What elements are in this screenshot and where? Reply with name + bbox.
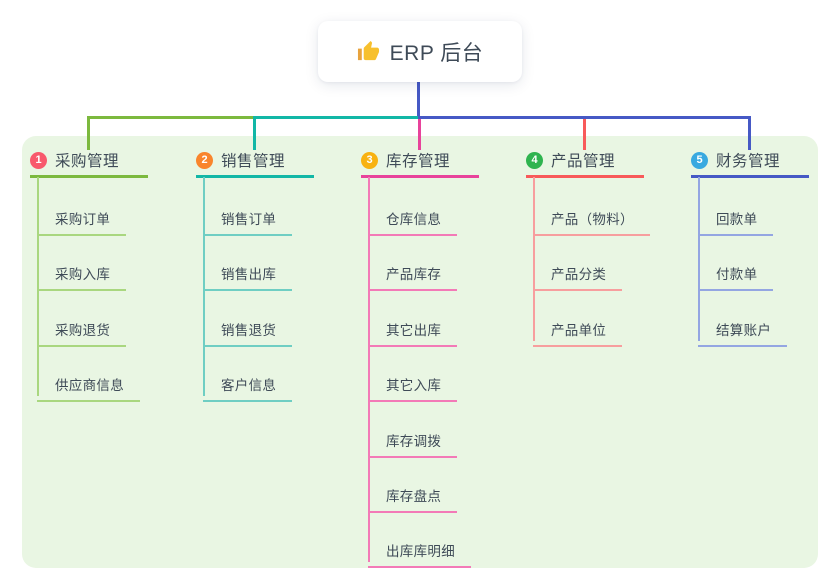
connector-branch-underline	[526, 175, 644, 178]
child-node[interactable]: 出库库明细	[368, 533, 471, 568]
branch-label: 采购管理	[55, 153, 120, 170]
child-node[interactable]: 采购入库	[37, 256, 127, 291]
branch-node-1[interactable]: 1 采购管理	[30, 147, 119, 173]
branch-number-badge: 2	[196, 151, 213, 169]
child-node[interactable]: 库存盘点	[368, 478, 458, 513]
child-node[interactable]: 库存调拨	[368, 423, 458, 458]
child-node[interactable]: 结算账户	[698, 312, 788, 347]
connector-branch-drop	[748, 119, 751, 150]
thumbs-up-icon	[357, 40, 379, 61]
child-node[interactable]: 客户信息	[203, 367, 293, 402]
connector-child-spine	[203, 177, 205, 397]
branch-label: 销售管理	[221, 153, 286, 170]
branch-node-3[interactable]: 3 库存管理	[361, 147, 450, 173]
connector-child-spine	[533, 177, 535, 341]
connector-branch-drop	[418, 119, 421, 150]
connector-root-stem	[417, 81, 420, 116]
child-node[interactable]: 产品分类	[533, 256, 623, 291]
branch-label: 财务管理	[716, 153, 781, 170]
connector-branch-drop	[87, 119, 90, 150]
child-node[interactable]: 销售退货	[203, 312, 293, 347]
branch-number-badge: 4	[526, 151, 543, 169]
connector-branch-underline	[196, 175, 314, 178]
child-node[interactable]: 供应商信息	[37, 367, 140, 402]
child-node[interactable]: 销售订单	[203, 201, 293, 236]
connector-child-spine	[698, 177, 700, 341]
branch-node-5[interactable]: 5 财务管理	[691, 147, 780, 173]
connector-bus-segment-teal	[253, 116, 418, 119]
child-node[interactable]: 产品库存	[368, 256, 458, 291]
child-node[interactable]: 采购订单	[37, 201, 127, 236]
child-node[interactable]: 销售出库	[203, 256, 293, 291]
branch-number-badge: 3	[361, 151, 378, 169]
connector-branch-drop	[253, 119, 256, 150]
branches-panel	[22, 136, 818, 568]
branch-label: 库存管理	[386, 153, 451, 170]
connector-branch-underline	[361, 175, 479, 178]
child-node[interactable]: 回款单	[698, 201, 774, 236]
child-node[interactable]: 其它出库	[368, 312, 458, 347]
connector-bus-segment-green	[87, 116, 253, 119]
root-node[interactable]: ERP 后台	[318, 21, 522, 82]
branch-label: 产品管理	[551, 153, 616, 170]
child-node[interactable]: 付款单	[698, 256, 774, 291]
branch-node-4[interactable]: 4 产品管理	[526, 147, 615, 173]
branch-node-2[interactable]: 2 销售管理	[196, 147, 285, 173]
child-node[interactable]: 其它入库	[368, 367, 458, 402]
root-title: ERP 后台	[389, 41, 484, 65]
child-node[interactable]: 产品单位	[533, 312, 623, 347]
child-node[interactable]: 产品（物料）	[533, 201, 650, 236]
connector-child-spine	[368, 177, 370, 563]
child-node[interactable]: 仓库信息	[368, 201, 458, 236]
connector-branch-underline	[30, 175, 148, 178]
connector-child-spine	[37, 177, 39, 397]
connector-branch-drop	[583, 119, 586, 150]
connector-branch-underline	[691, 175, 809, 178]
branch-number-badge: 5	[691, 151, 708, 169]
connector-bus-segment-blue	[418, 116, 751, 119]
child-node[interactable]: 采购退货	[37, 312, 127, 347]
branch-number-badge: 1	[30, 151, 47, 169]
